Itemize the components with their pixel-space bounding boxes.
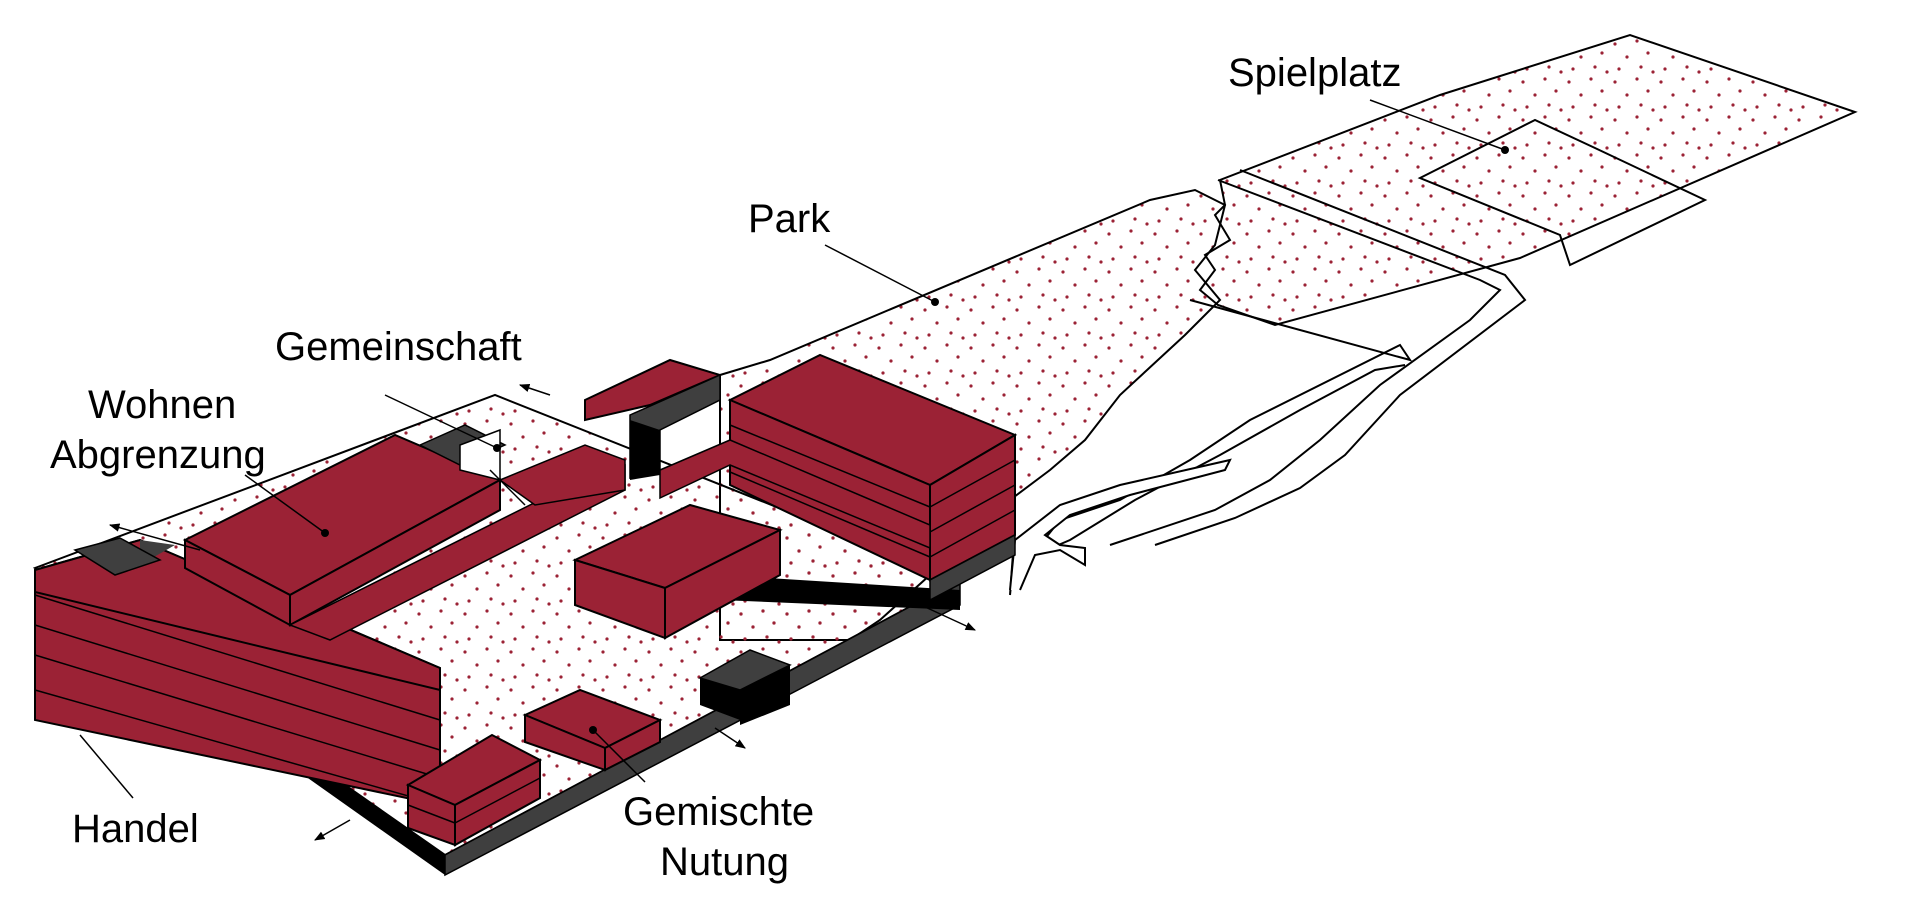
label-gemischte: Gemischte (623, 790, 814, 834)
arrow-gemeinschaft (519, 384, 551, 396)
leader-dot-gemischte (589, 726, 597, 734)
footpath (1109, 179, 1502, 546)
label-park: Park (748, 197, 831, 241)
leader-spielplatz (1369, 99, 1506, 151)
dark-kiosk (698, 649, 792, 725)
footpath-edge (1154, 169, 1527, 546)
gemischte-building (522, 688, 663, 772)
leader-gemeinschaft (384, 394, 498, 449)
leader-handel (79, 734, 134, 799)
arrow-southeast (714, 727, 746, 749)
leader-dot-spielplatz (1501, 146, 1509, 154)
small-front-building (405, 733, 543, 847)
label-handel: Handel (72, 807, 199, 851)
label-abgrenzung: Abgrenzung (50, 433, 266, 477)
handel-building (34, 537, 441, 807)
mixed-large-building (659, 353, 1018, 602)
arrow-southwest (314, 819, 351, 841)
label-spielplatz: Spielplatz (1228, 51, 1401, 95)
label-gemeinschaft: Gemeinschaft (275, 325, 522, 369)
label-nutung: Nutung (660, 840, 789, 884)
leader-dot-park (931, 298, 939, 306)
spielplatz-area (1198, 33, 1858, 327)
center-building (572, 503, 783, 640)
leader-gemischte (592, 729, 646, 783)
leader-dot-gemeinschaft (493, 444, 501, 452)
leader-dot-wohnen (321, 529, 329, 537)
leader-wohnen (244, 474, 326, 534)
arrow-east (909, 599, 976, 631)
plaza-base-back (720, 575, 960, 610)
label-wohnen: Wohnen (88, 383, 236, 427)
arrow-wohnen-west (108, 523, 201, 551)
wohnen-building (182, 424, 626, 641)
spielplatz-inner-zone (1417, 118, 1708, 267)
gemeinschaft-building (459, 358, 723, 506)
leader-park (824, 244, 936, 303)
park-curved-path (1009, 458, 1232, 591)
